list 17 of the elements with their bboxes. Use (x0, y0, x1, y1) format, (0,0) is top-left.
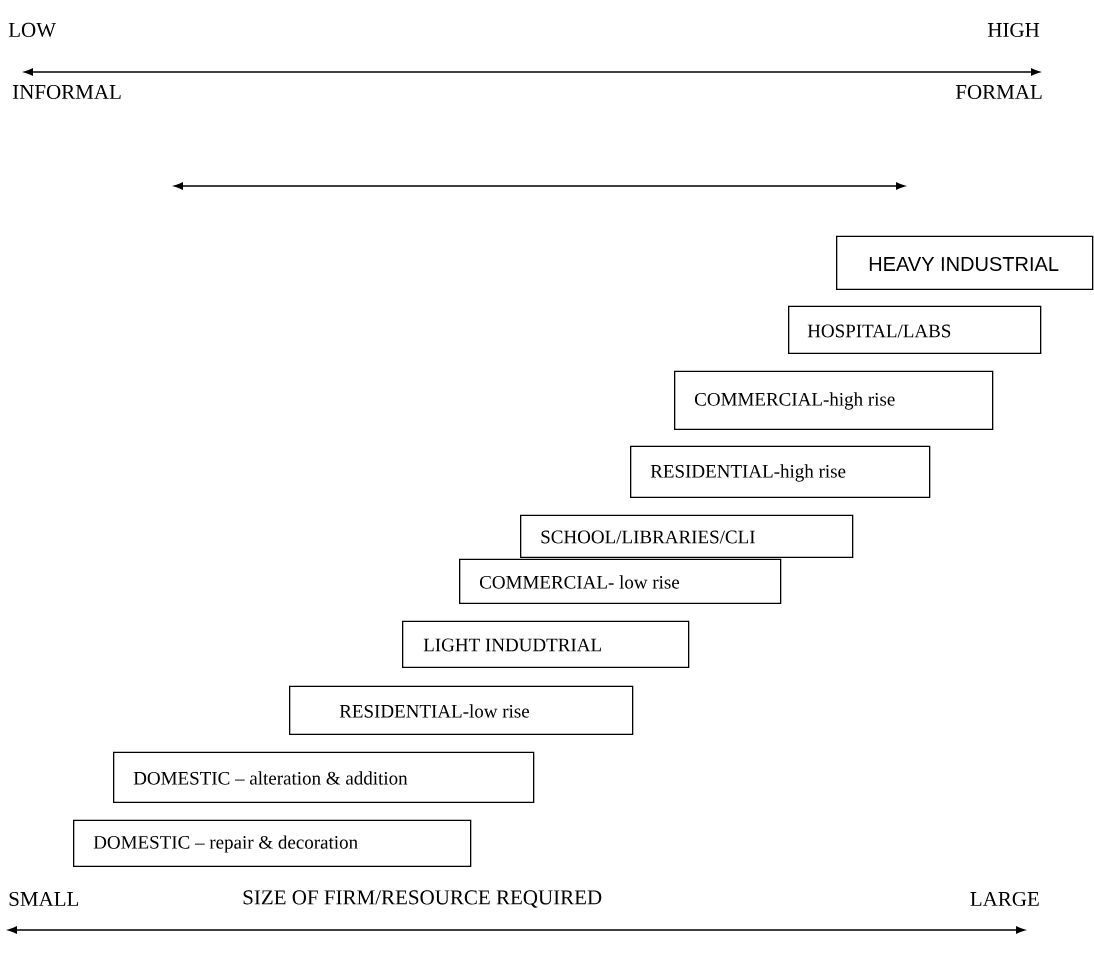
category-box: HOSPITAL/LABS (788, 305, 1042, 354)
category-box: DOMESTIC – alteration & addition (113, 751, 535, 803)
category-box: LIGHT INDUDTRIAL (402, 620, 690, 668)
category-box: RESIDENTIAL-low rise (289, 685, 634, 735)
axis-label: INFORMAL (12, 84, 121, 100)
category-box: DOMESTIC – repair & decoration (73, 819, 472, 867)
category-box: RESIDENTIAL-high rise (630, 445, 931, 498)
axis-label: HIGH (987, 22, 1040, 38)
category-box: SCHOOL/LIBRARIES/CLI (520, 514, 854, 558)
category-box: COMMERCIAL-high rise (674, 370, 994, 430)
axis-label: SMALL (9, 891, 79, 907)
category-box: HEAVY INDUSTRIAL (836, 235, 1094, 290)
axis-label: FORMAL (955, 84, 1042, 100)
axis-label: SIZE OF FIRM/RESOURCE REQUIRED (243, 890, 602, 908)
category-box: COMMERCIAL- low rise (459, 558, 782, 604)
axis-label: LOW (8, 22, 56, 38)
axis-label: LARGE (970, 891, 1039, 907)
